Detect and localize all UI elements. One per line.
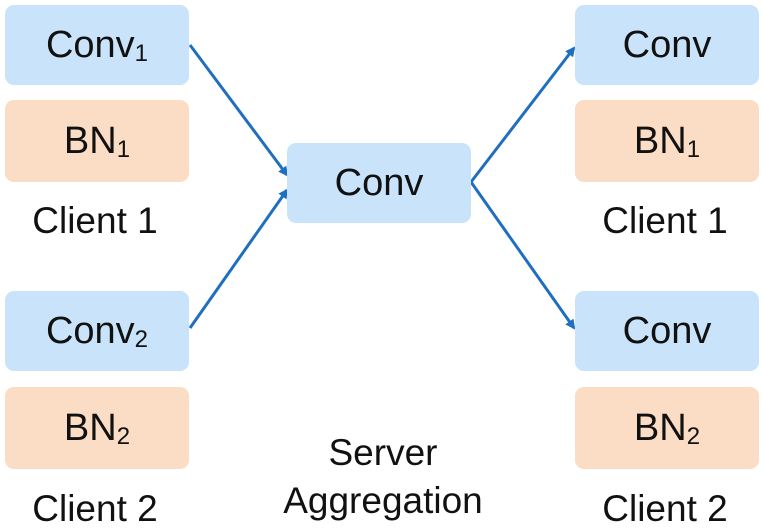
right-client2-conv-box: Conv (575, 291, 759, 371)
right-client2-label: Client 2 (602, 488, 728, 529)
right-client2-bn-text: BN (633, 406, 687, 449)
server-conv-box: Conv (287, 143, 471, 223)
left-client2-conv-text: Conv (45, 309, 135, 352)
left-client1-bn-text: BN (63, 119, 117, 162)
left-client2-bn-text: BN (63, 406, 117, 449)
arrow-server-to-client2 (469, 181, 576, 330)
left-client2-label: Client 2 (32, 488, 158, 529)
server-conv-text: Conv (334, 161, 424, 204)
right-client1-conv-text: Conv (622, 23, 712, 66)
arrow-client1-to-server (188, 44, 289, 177)
left-client1-conv-text: Conv (45, 23, 135, 66)
left-client1-conv-subscript: 1 (134, 40, 149, 67)
arrow-client2-to-server (188, 188, 289, 329)
server-label-line2: Aggregation (283, 480, 483, 521)
right-client2-conv-text: Conv (622, 309, 712, 352)
right-client2-bn-subscript: 2 (686, 423, 701, 450)
left-client2-bn-subscript: 2 (116, 423, 131, 450)
right-client1-label: Client 1 (602, 200, 728, 241)
left-client1-bn-subscript: 1 (116, 136, 131, 163)
right-client1-conv-box: Conv (575, 5, 759, 85)
arrow-server-to-client1 (469, 46, 576, 183)
server-label-line1: Server (328, 432, 438, 473)
right-client1-bn-subscript: 1 (686, 136, 701, 163)
left-client2-conv-subscript: 2 (134, 326, 149, 353)
left-client1-label: Client 1 (32, 200, 158, 241)
right-client1-bn-text: BN (633, 119, 687, 162)
